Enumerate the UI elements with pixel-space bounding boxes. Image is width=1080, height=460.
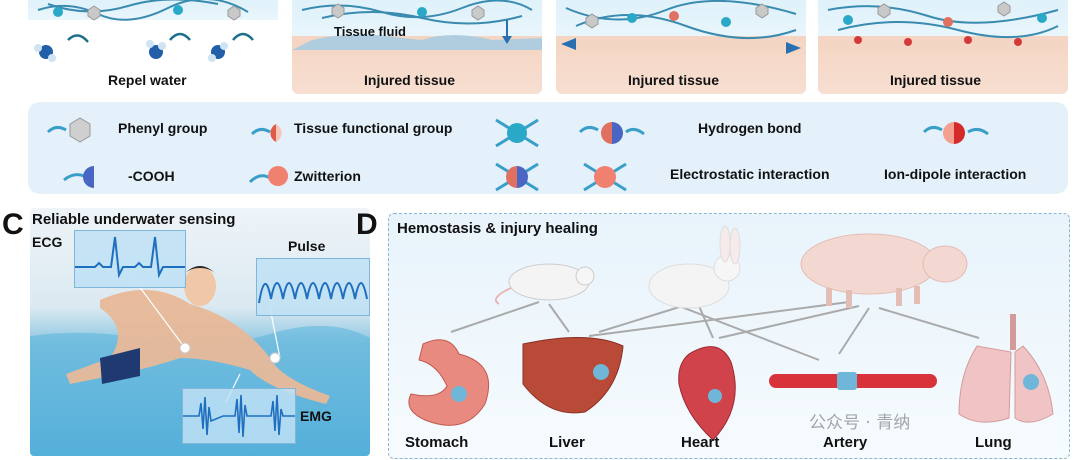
pulse-waveform xyxy=(258,282,368,304)
panel-d-title: Hemostasis & injury healing xyxy=(397,220,598,237)
repel-water-illustration xyxy=(34,0,254,62)
panel-repel-water: Repel water xyxy=(28,0,278,94)
swimmer-body xyxy=(66,289,330,404)
tissue-fluid-illustration xyxy=(292,0,542,50)
panel-injured-tissue-1: Tissue fluid Injured tissue xyxy=(292,0,542,94)
zwitterion-icon xyxy=(248,166,288,186)
legend-electrostatic-label: Electrostatic interaction xyxy=(670,166,830,182)
artery-label: Artery xyxy=(823,434,868,451)
rabbit-image xyxy=(648,263,730,309)
heart-label: Heart xyxy=(681,434,720,451)
legend-symbols xyxy=(46,117,989,192)
panel-c: Reliable underwater sensing ECG Pulse EM… xyxy=(30,208,370,456)
lung-image xyxy=(958,345,1012,423)
emg-signal-box xyxy=(182,388,296,444)
repel-water-label: Repel water xyxy=(108,72,187,88)
ecg-waveform xyxy=(75,236,185,279)
adhesion-illustration-2 xyxy=(561,0,801,54)
tissue-fluid-label: Tissue fluid xyxy=(334,24,406,39)
tissue-functional-group-icon xyxy=(250,124,282,142)
legend-cooh-label: -COOH xyxy=(128,168,175,184)
pulse-signal-box xyxy=(256,258,370,316)
injured-tissue-label-3: Injured tissue xyxy=(890,72,982,88)
swim-trunks xyxy=(100,348,140,384)
panel-injured-tissue-2: Injured tissue xyxy=(556,0,806,94)
ecg-label: ECG xyxy=(32,234,63,250)
phenyl-group-icon xyxy=(46,117,91,143)
ecg-signal-box xyxy=(74,230,186,288)
emg-label: EMG xyxy=(300,408,332,424)
heart-image xyxy=(678,346,736,441)
pig-image xyxy=(800,233,938,295)
watermark: 公众号 · 青纳 xyxy=(809,413,911,433)
rat-image xyxy=(508,263,590,301)
stomach-label: Stomach xyxy=(405,434,469,451)
lung-label: Lung xyxy=(975,434,1012,451)
panel-injured-tissue-3: Injured tissue xyxy=(818,0,1068,94)
liver-label: Liver xyxy=(549,434,585,451)
cooh-icon xyxy=(63,166,94,188)
legend-hydrogen-bond-label: Hydrogen bond xyxy=(698,120,802,136)
stomach-image xyxy=(408,339,490,426)
legend-box: Phenyl group Tissue functional group Hyd… xyxy=(28,102,1068,194)
panel-c-letter: C xyxy=(2,208,24,241)
liver-image xyxy=(522,336,624,414)
legend-ion-dipole-label: Ion-dipole interaction xyxy=(884,166,1027,182)
legend-tissue-functional-label: Tissue functional group xyxy=(294,120,453,136)
swimmer-head xyxy=(184,266,216,306)
panel-c-title: Reliable underwater sensing xyxy=(32,211,236,228)
injured-tissue-label-2: Injured tissue xyxy=(628,72,720,88)
panel-d: Hemostasis & injury healing xyxy=(388,213,1070,459)
emg-waveform xyxy=(183,394,295,438)
animal-organ-illustration xyxy=(408,225,1054,441)
hydrogen-bond-icon xyxy=(578,122,645,144)
legend-phenyl-label: Phenyl group xyxy=(118,120,208,136)
ion-dipole-icon xyxy=(922,122,989,144)
legend-zwitterion-label: Zwitterion xyxy=(294,168,361,184)
pulse-label: Pulse xyxy=(288,238,326,254)
panel-d-letter: D xyxy=(356,208,378,241)
injured-tissue-label-1: Injured tissue xyxy=(364,72,456,88)
adhesion-illustration-3 xyxy=(827,1,1059,46)
